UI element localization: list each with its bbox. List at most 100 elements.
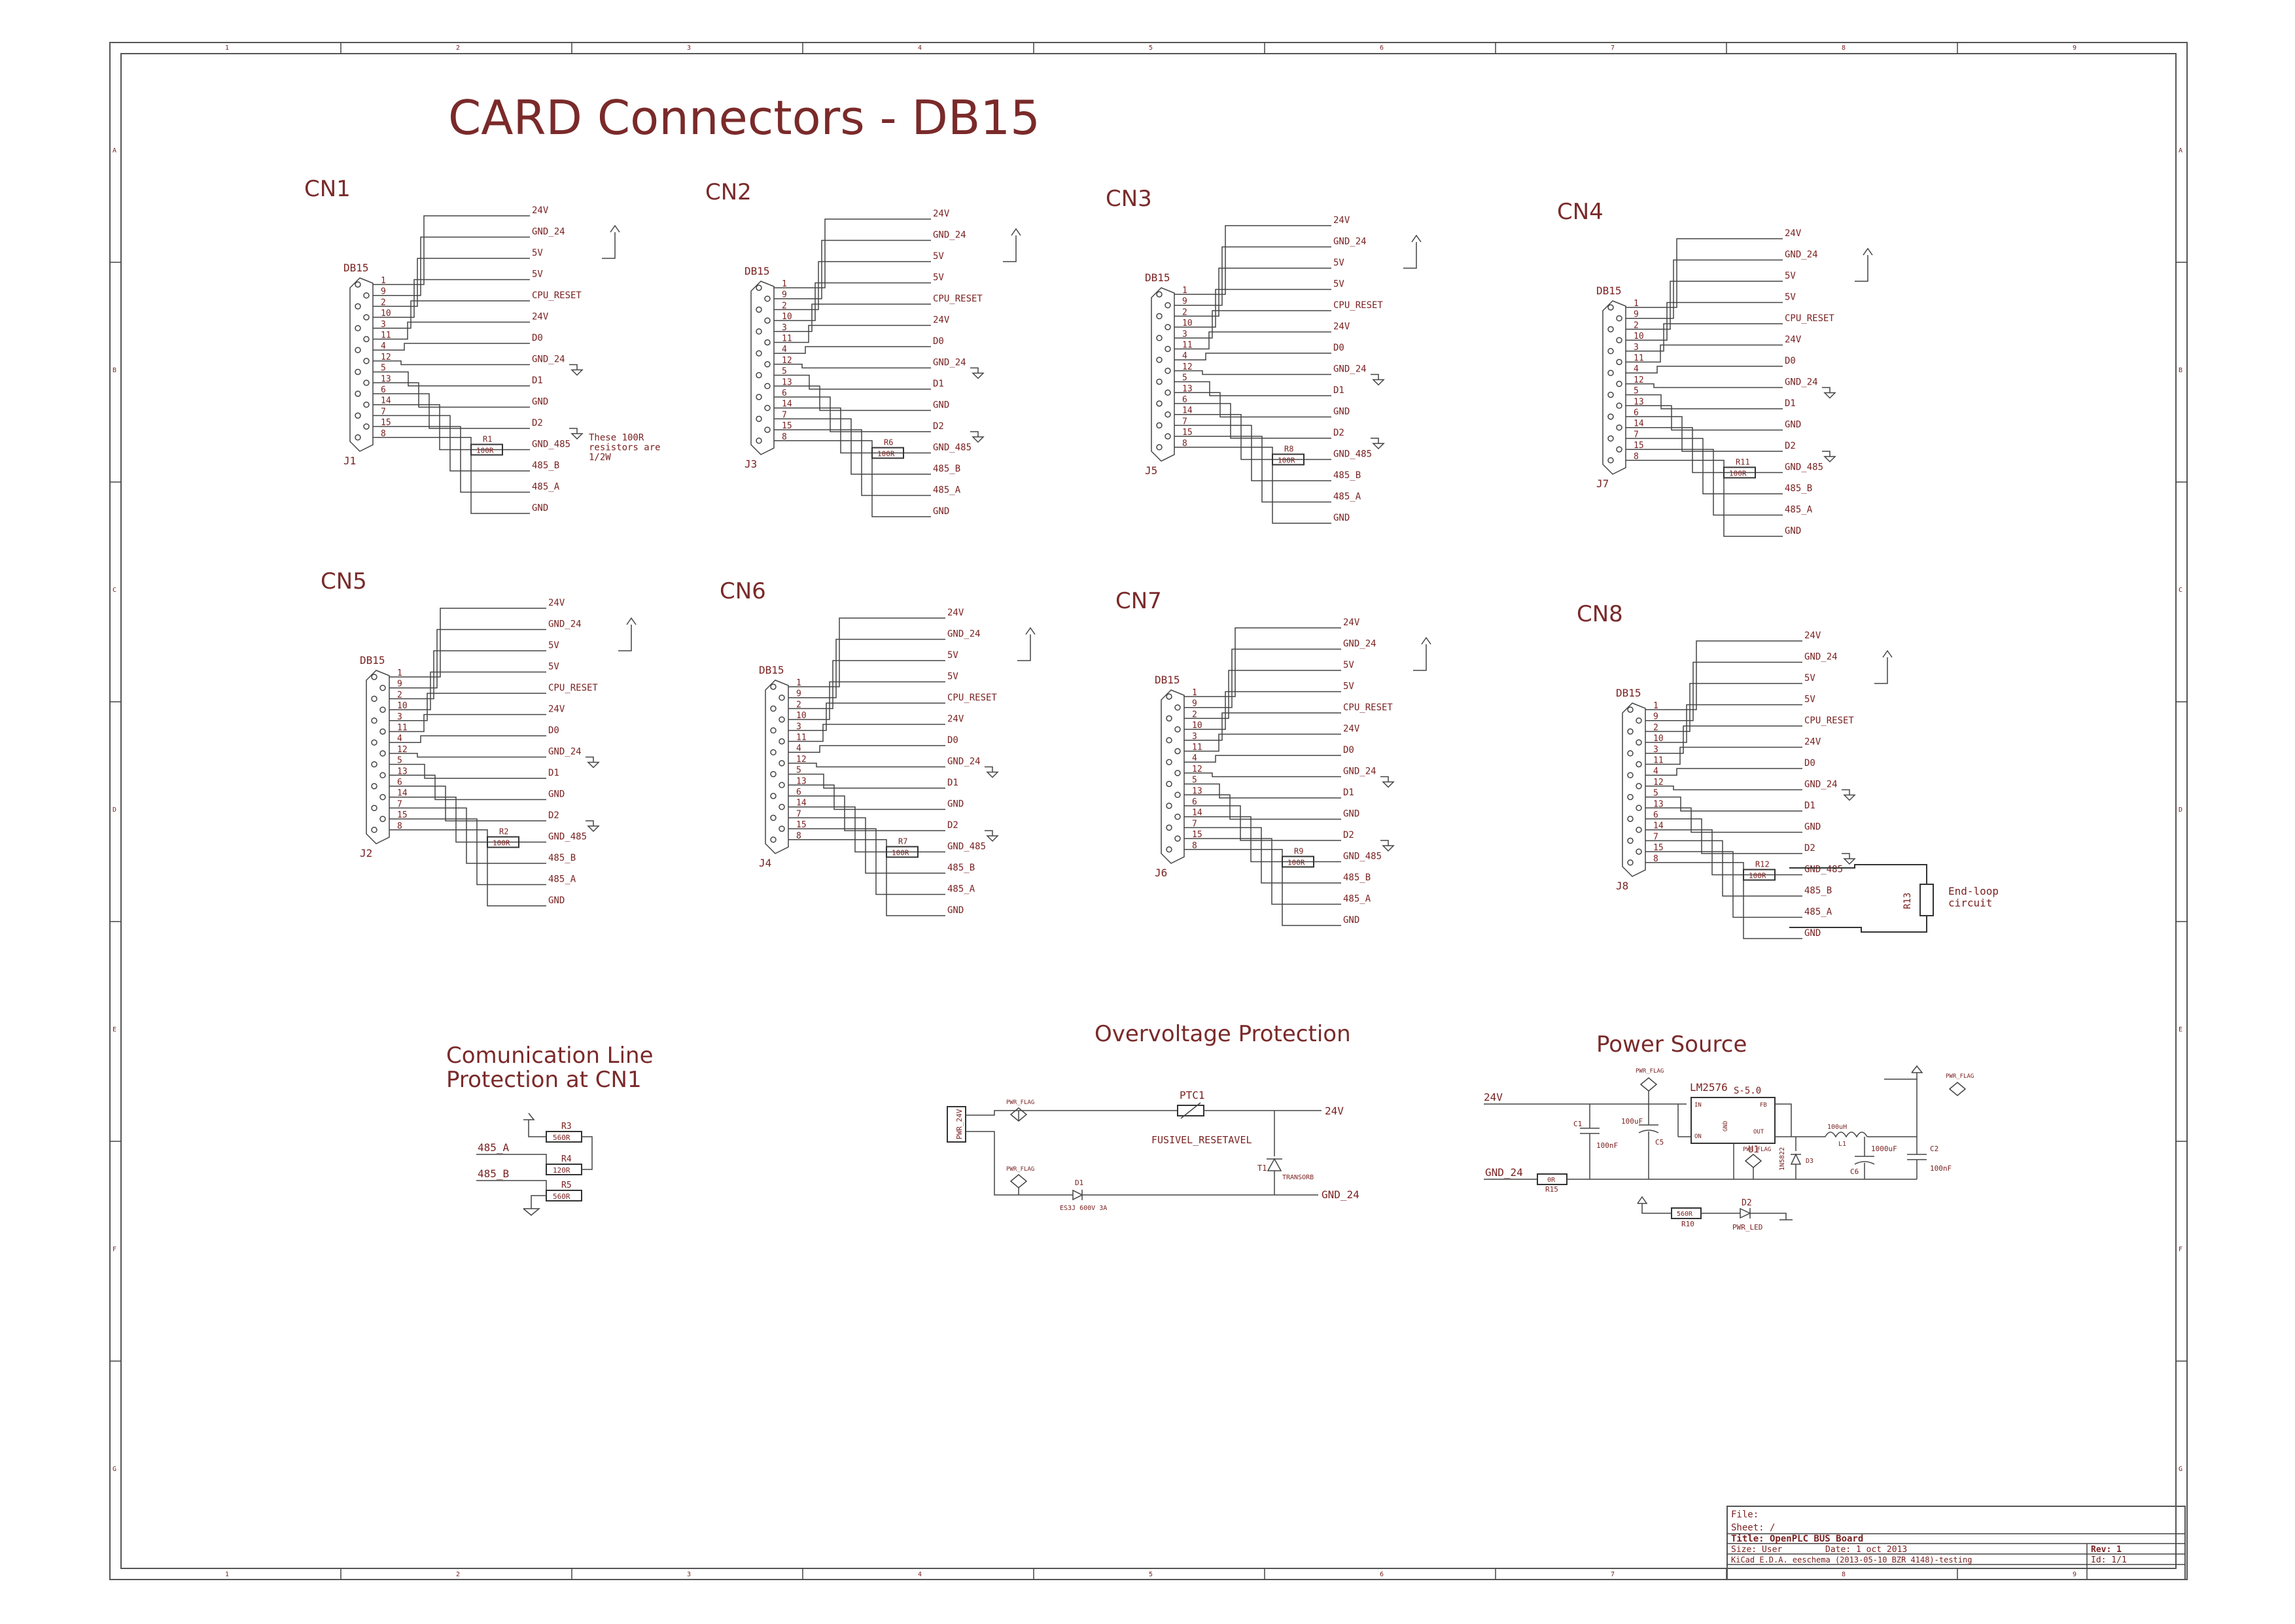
signal-label: CPU_RESET xyxy=(933,294,983,304)
signal-label: 24V xyxy=(933,209,950,219)
connector-type: DB15 xyxy=(1616,687,1641,699)
signal-label: 24V xyxy=(532,205,549,216)
ground-icon xyxy=(570,369,584,376)
signal-label: 24V xyxy=(1785,335,1802,345)
pin-number: 9 xyxy=(796,689,801,699)
signal-label: 5V xyxy=(1333,279,1344,290)
connector-cn8: CN824VGND_245V5VCPU_RESET24VD0GND_24D1GN… xyxy=(1577,601,1893,939)
signal-label: 24V xyxy=(532,312,549,322)
pin-contact xyxy=(1165,433,1171,440)
overvoltage-protection: Overvoltage Protection PWR_24V PWR_FLAG … xyxy=(947,1021,1359,1212)
pin-number: 9 xyxy=(381,287,386,297)
column-label: 7 xyxy=(1611,44,1615,52)
pin-contact xyxy=(770,683,777,690)
signal-label: D2 xyxy=(1333,428,1344,438)
signal-label: GND_24 xyxy=(548,619,582,630)
signal-label: D0 xyxy=(1804,758,1815,769)
vcc-flag-icon xyxy=(1882,649,1893,658)
ps-pwr-flag-1-label: PWR_FLAG xyxy=(1636,1068,1664,1075)
column-label: 8 xyxy=(1842,1571,1846,1578)
pin-number: 13 xyxy=(397,767,408,776)
pin-number: 1 xyxy=(782,279,787,289)
row-label: G xyxy=(113,1466,116,1473)
pin-number: 13 xyxy=(1192,786,1202,796)
signal-label: GND_24 xyxy=(1333,364,1367,375)
signal-label: D2 xyxy=(548,810,559,821)
pin-contact xyxy=(779,738,785,745)
pin-contact xyxy=(371,804,377,812)
pin-number: 2 xyxy=(381,298,386,307)
connector-ref: J3 xyxy=(745,458,757,470)
schottky-d3 xyxy=(1790,1153,1802,1165)
connector-name: CN4 xyxy=(1557,199,1603,225)
signal-label: 24V xyxy=(1343,617,1360,628)
signal-label: 5V xyxy=(548,640,559,651)
pin-contact xyxy=(371,827,377,833)
pin-number: 3 xyxy=(1192,732,1197,742)
connector-name: CN8 xyxy=(1577,601,1623,627)
pin-contact xyxy=(1165,324,1171,330)
ground-icon xyxy=(1382,781,1395,788)
row-label: A xyxy=(2179,147,2182,154)
signal-label: 485_A xyxy=(532,482,560,492)
pin-number: 7 xyxy=(1192,819,1197,829)
pin-contact xyxy=(355,303,361,310)
led-ref: D2 xyxy=(1742,1198,1752,1208)
pin-contact xyxy=(1174,770,1181,776)
resistor-value: 100R xyxy=(1278,457,1295,465)
signal-label: GND_24 xyxy=(1785,377,1818,388)
pin-number: 13 xyxy=(782,377,792,387)
connector-name: CN2 xyxy=(705,179,752,205)
pin-contact xyxy=(371,695,377,702)
tb-date: Date: 1 oct 2013 xyxy=(1825,1545,1907,1555)
pin-number: 7 xyxy=(782,410,787,420)
termination-resistor xyxy=(470,443,503,456)
signal-label: GND_24 xyxy=(947,629,981,640)
pin-contact xyxy=(1607,370,1614,376)
pin-contact xyxy=(1174,704,1181,711)
power-title: Power Source xyxy=(1596,1031,1747,1058)
ground-icon xyxy=(1372,443,1385,450)
pin-number: 4 xyxy=(1182,351,1187,361)
signal-label: D0 xyxy=(947,735,958,746)
ps-pwr-flag-2 xyxy=(1744,1154,1762,1168)
ptc1-value: FUSIVEL_RESETAVEL xyxy=(1151,1134,1252,1146)
pin-number: 1 xyxy=(1182,286,1187,296)
pin-contact xyxy=(363,336,370,343)
tvs-t1 xyxy=(1267,1158,1282,1171)
pin-number: 8 xyxy=(397,821,402,831)
row-label: D xyxy=(113,806,116,814)
r3-value: 560R xyxy=(553,1133,570,1142)
reg-pin-gnd: GND xyxy=(1723,1121,1729,1132)
reg-pin-fb: FB xyxy=(1760,1102,1767,1109)
pin-contact xyxy=(770,770,777,778)
pin-number: 10 xyxy=(1192,721,1202,731)
vcc-flag-icon xyxy=(1421,636,1431,645)
resistor-ref: R2 xyxy=(499,827,508,837)
pin-contact xyxy=(363,401,370,408)
pwr24v-label: PWR_24V xyxy=(955,1109,964,1139)
pin-number: 5 xyxy=(1653,789,1658,799)
pin-contact xyxy=(379,793,386,801)
pin-number: 10 xyxy=(796,711,807,721)
signal-label: GND xyxy=(1785,420,1801,430)
pin-contact xyxy=(355,325,361,332)
connector-cn6: CN624VGND_245V5VCPU_RESET24VD0GND_24D1GN… xyxy=(720,578,1036,916)
connector-blocks: CN124VGND_245V5VCPU_RESET24VD0GND_24D1GN… xyxy=(304,176,1893,939)
ground-icon xyxy=(972,436,985,443)
row-label: C xyxy=(113,587,116,594)
signal-label: GND_24 xyxy=(1804,780,1838,790)
ground-icon xyxy=(1372,379,1385,386)
pin-number: 12 xyxy=(1192,765,1202,774)
pin-contact xyxy=(1174,835,1181,842)
pwr-flag-2 xyxy=(1009,1174,1028,1188)
signal-label: 485_A xyxy=(1333,492,1361,502)
pin-number: 10 xyxy=(782,312,792,322)
signal-label: 485_B xyxy=(1804,886,1832,896)
resistor-note: resistors are xyxy=(589,443,661,453)
pin-contact xyxy=(1166,824,1172,831)
pin-contact xyxy=(1636,783,1642,789)
pin-contact xyxy=(355,412,361,419)
column-label: 3 xyxy=(687,1571,691,1578)
